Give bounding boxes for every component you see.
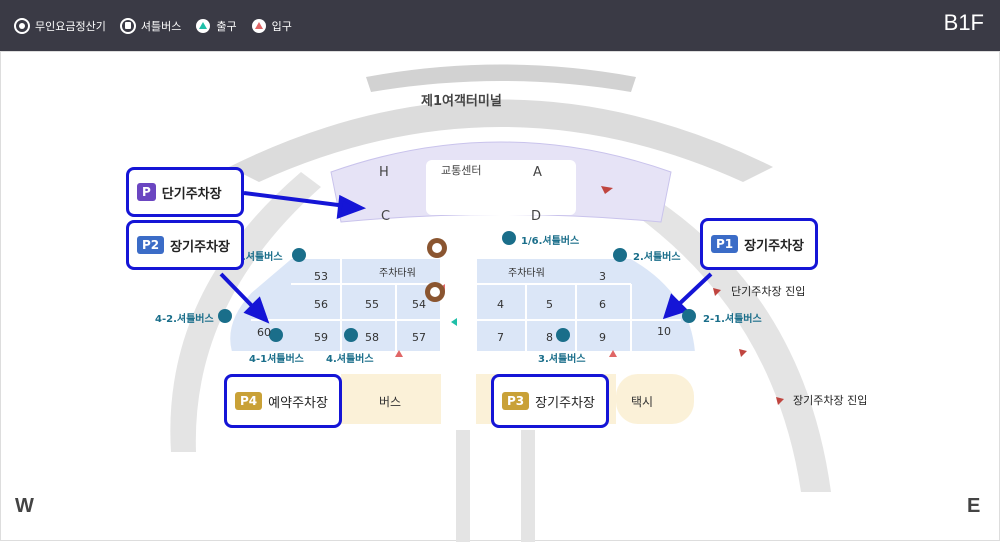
road-east [593,172,831,492]
p3-callout: P3 장기주차장 [491,374,609,428]
callout-label: 장기주차장 [535,395,595,411]
terminal-building [229,99,773,182]
p2-callout: P2 장기주차장 [126,220,244,270]
parking-badge: P4 [235,392,263,410]
shuttle-stop-label: 4-1셔틀버스 [249,354,304,365]
legend-label: 출구 [216,19,237,33]
shuttle-stop-label: 2-1.셔틀버스 [703,314,762,325]
zone-6: 6 [599,298,606,311]
zone-60: 60 [257,326,271,339]
terminal-label: 제1여객터미널 [421,94,502,109]
transport-center-hub [426,160,576,215]
transport-center-label: 교통센터 [441,164,482,177]
terminal-outer [366,64,636,92]
zone-7: 7 [497,331,504,344]
compass-east: E [967,495,981,517]
zone-block-west [228,257,442,353]
legend-item-entrance: 입구 [251,18,292,34]
zone-grid [251,258,681,352]
bus-lot-label: 버스 [379,395,402,409]
legend: 무인요금정산기 셔틀버스 출구 입구 [14,0,292,51]
legend-label: 무인요금정산기 [35,19,106,33]
pointer-arrows [219,191,713,324]
lot-bus [341,374,441,424]
shuttle-stop-label: 2.셔틀버스 [633,252,681,263]
zone-58: 58 [365,331,379,344]
shuttle-bus-icon [119,17,136,34]
legend-label: 입구 [271,19,292,33]
shuttle-bus-icons [218,231,696,342]
zone-53: 53 [314,270,328,283]
callout-label: 장기주차장 [170,239,230,255]
transport-section-c: C [381,209,391,224]
zone-10: 10 [657,325,671,338]
zone-5: 5 [546,298,553,311]
shuttle-stop-label: 3.셔틀버스 [538,354,586,365]
legend-label: 셔틀버스 [140,19,182,33]
parking-badge: P1 [711,235,739,253]
parking-map: 제1여객터미널 교통센터 H A C D 주차타워 주차타워 53 56 55 … [0,51,1000,542]
short-term-parking-callout: P 단기주차장 [126,167,244,217]
parking-badge: P [137,183,156,201]
road-south-west [456,430,470,542]
legend-item-payment: 무인요금정산기 [14,17,106,34]
road-label: 장기주차장 진입 [793,394,868,407]
shuttle-stop-label: 1/6.셔틀버스 [521,236,580,247]
legend-bar: 무인요금정산기 셔틀버스 출구 입구 B1F [0,0,1000,51]
zone-59: 59 [314,331,328,344]
floor-label: B1F [943,10,984,35]
parking-tower-label-east: 주차타워 [508,268,545,279]
payment-kiosk-icons [425,238,447,302]
exit-icon [196,18,211,33]
zone-9: 9 [599,331,606,344]
callout-label: 예약주차장 [268,395,328,411]
compass-west: W [15,495,34,517]
transport-section-a: A [533,165,542,180]
parking-badge: P3 [502,392,530,410]
zone-3: 3 [599,270,606,283]
callout-label: 장기주차장 [744,238,804,254]
traffic-arrows [601,186,784,405]
p1-callout: P1 장기주차장 [700,218,818,270]
shuttle-stop-label: 4.셔틀버스 [326,354,374,365]
zone-56: 56 [314,298,328,311]
payment-kiosk-icon [14,17,30,34]
entrance-icon [251,18,266,33]
parking-tower-label-west: 주차타워 [379,268,416,279]
transport-section-d: D [531,209,542,224]
legend-item-exit: 출구 [195,18,237,34]
zone-55: 55 [365,298,379,311]
zone-4: 4 [497,298,504,311]
p4-callout: P4 예약주차장 [224,374,342,428]
lot-taxi [616,374,694,424]
taxi-lot-label: 택시 [631,395,654,409]
legend-item-shuttle: 셔틀버스 [119,17,182,34]
zone-57: 57 [412,331,426,344]
parking-badge: P2 [137,236,165,254]
callout-label: 단기주차장 [161,186,222,202]
shuttle-stop-label: 4-2.셔틀버스 [155,314,214,325]
zone-54: 54 [412,298,426,311]
map-canvas [170,64,831,542]
road-south-east [521,430,535,542]
zone-8: 8 [546,331,553,344]
road-label: 단기주차장 진입 [731,285,806,298]
shuttle-stop-label: 5.셔틀버스 [235,252,283,263]
transport-section-h: H [379,165,389,180]
